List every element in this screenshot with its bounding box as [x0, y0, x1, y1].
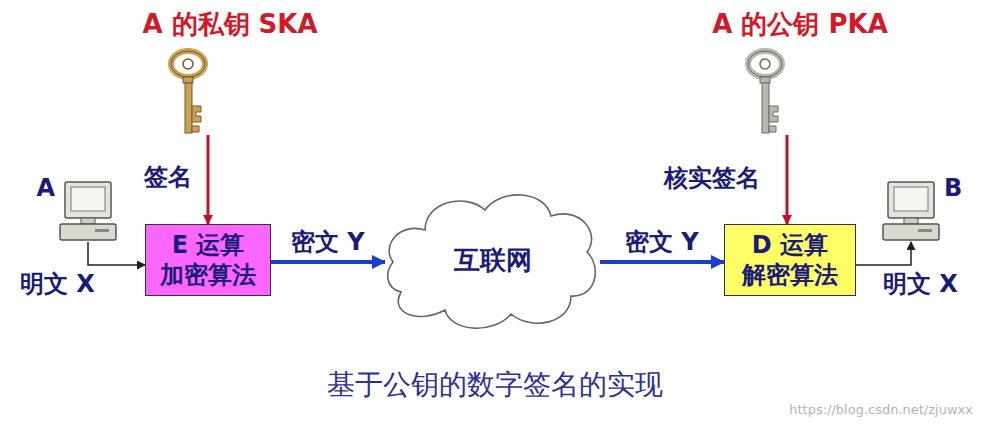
watermark: https://blog.csdn.net/zjuwxx — [789, 402, 973, 417]
computer-node: B — [880, 180, 942, 242]
connector-arrow — [600, 260, 724, 264]
key-heading: A 的私钥 SKA — [110, 8, 350, 40]
connector-arrow — [207, 135, 210, 224]
box-text: 加密算法 — [160, 260, 256, 290]
connector-arrow — [271, 260, 385, 264]
edge-label: 明文 X — [883, 268, 958, 300]
key-illustration — [742, 48, 788, 136]
box-text: D 运算 — [752, 230, 828, 260]
cloud-label: 互联网 — [454, 243, 532, 278]
key-illustration — [165, 48, 211, 136]
process-box: E 运算加密算法 — [145, 224, 271, 296]
host-label: B — [944, 174, 962, 202]
key-node: A 的公钥 PKA — [680, 8, 920, 135]
key-heading: A 的公钥 PKA — [680, 8, 920, 40]
edge-label: 签名 — [144, 161, 192, 193]
key-node: A 的私钥 SKA — [110, 8, 350, 135]
internet-cloud: 互联网 — [385, 188, 600, 333]
host-label: A — [36, 174, 55, 202]
edge-label: 密文 Y — [625, 226, 699, 258]
edge-label: 核实签名 — [664, 162, 760, 194]
edge-label: 密文 Y — [291, 226, 365, 258]
computer-icon — [57, 180, 119, 242]
process-box: D 运算解密算法 — [724, 224, 856, 296]
computer-node: A — [57, 180, 119, 242]
connector-arrow — [88, 242, 145, 265]
caption: 基于公钥的数字签名的实现 — [327, 366, 663, 404]
edge-label: 明文 X — [20, 268, 95, 300]
connector-arrow — [786, 135, 789, 224]
computer-icon — [880, 180, 942, 242]
box-text: 解密算法 — [742, 260, 838, 290]
connector-arrow — [856, 242, 911, 265]
box-text: E 运算 — [172, 230, 245, 260]
